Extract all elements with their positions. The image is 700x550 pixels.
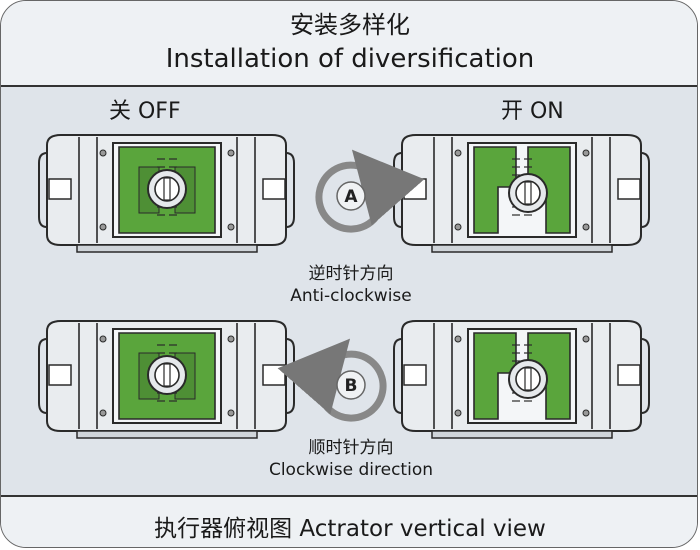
caption-clockwise-cn: 顺时针方向: [308, 438, 394, 458]
actuator-on-anticlockwise: [393, 134, 650, 253]
title-chinese: 安装多样化: [290, 11, 410, 39]
rotation-arrow-b-marker: B: [345, 376, 358, 396]
caption-anticlockwise-en: Anti-clockwise: [290, 286, 412, 306]
rotation-arrow-a-marker: A: [344, 187, 358, 207]
caption-anticlockwise-cn: 逆时针方向: [308, 264, 394, 284]
rotation-arrow-b: B: [277, 338, 387, 422]
footer-text: 执行器俯视图 Actrator vertical view: [154, 516, 546, 542]
rotation-arrow-a: A: [315, 149, 425, 233]
actuator-off-clockwise: [38, 320, 295, 439]
label-on: 开 ON: [501, 99, 564, 124]
actuator-off-anticlockwise: [38, 134, 295, 253]
actuator-on-clockwise: [393, 320, 650, 439]
label-off: 关 OFF: [109, 99, 181, 124]
footer-band: [1, 495, 697, 547]
header-band: [1, 1, 697, 87]
caption-clockwise-en: Clockwise direction: [268, 460, 434, 480]
title-english: Installation of diversification: [165, 44, 535, 74]
